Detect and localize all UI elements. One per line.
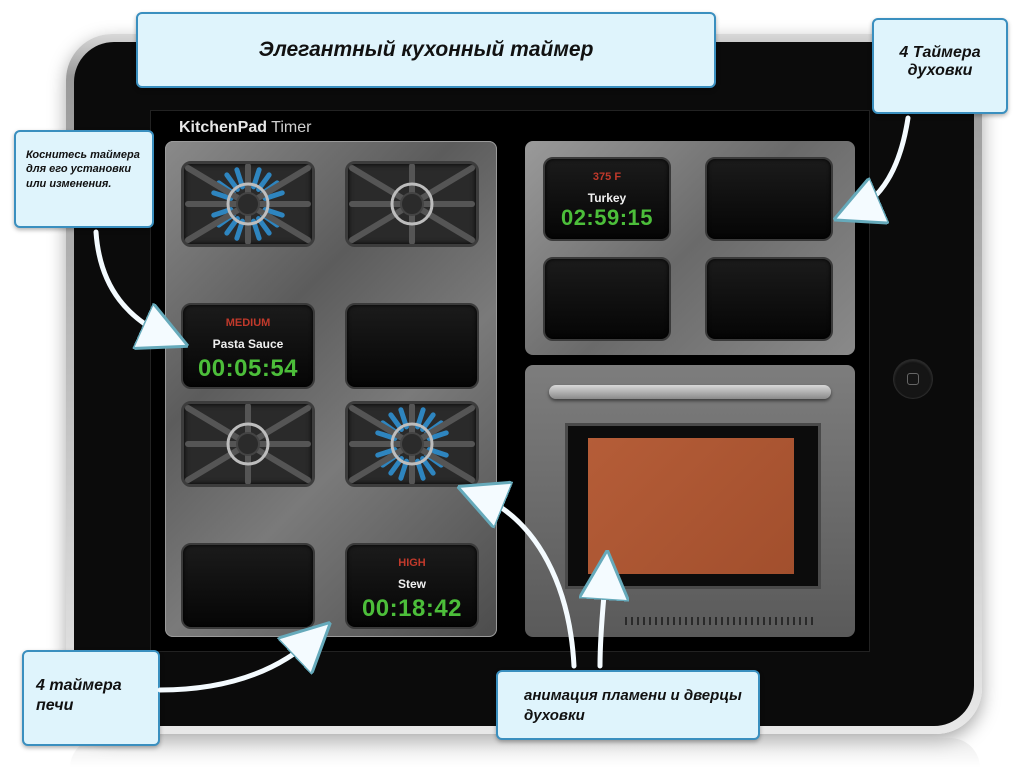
burner-ring [226,422,270,466]
oven-door-handle[interactable] [549,385,831,399]
oven-timer-1[interactable]: 375 F Turkey 02:59:15 [543,157,671,241]
oven-timer-3[interactable] [543,257,671,341]
burner-cap [236,192,260,216]
burner-cap [236,432,260,456]
app-screen: KitchenPad Timer MEDIUM Pasta Sauce 00:0… [150,110,870,652]
title-callout-text: Элегантный кухонный таймер [258,38,594,61]
oven-timer-2[interactable] [705,157,833,241]
timer-level: MEDIUM [225,317,271,329]
oven-timers-callout: 4 Таймера духовки [872,18,1008,114]
oven-vent [625,617,815,625]
burner-bottom-left[interactable] [181,401,315,487]
stove-timers-callout: 4 таймера печи [22,650,160,746]
burner-top-left[interactable] [181,161,315,247]
oven-timers-callout-text: 4 Таймера духовки [899,44,981,79]
burner-graphic [185,404,311,484]
device-reflection [70,738,980,768]
animation-callout: анимация пламени и дверцы духовки [496,670,760,740]
app-title-light: Timer [271,119,312,136]
title-callout: Элегантный кухонный таймер [136,12,716,88]
app-title: KitchenPad Timer [179,119,311,137]
stove-timer-3[interactable] [181,543,315,629]
timer-dish: Stew [397,577,426,591]
timer-dish: Turkey [587,191,627,205]
burner-graphic [185,164,311,244]
oven-timer-4[interactable] [705,257,833,341]
home-button[interactable] [894,360,932,398]
burner-cap [400,432,424,456]
timer-time: 00:18:42 [361,595,463,622]
touch-hint-callout: Коснитесь таймера для его установки или … [14,130,154,228]
app-title-bold: KitchenPad [179,119,268,136]
burner-graphic [349,404,475,484]
timer-level: 375 F [592,171,622,183]
stove-timer-1[interactable]: MEDIUM Pasta Sauce 00:05:54 [181,303,315,389]
stove-timer-2[interactable] [345,303,479,389]
stove-timers-callout-text: 4 таймера печи [36,677,122,714]
timer-level: HIGH [398,557,426,569]
stovetop: MEDIUM Pasta Sauce 00:05:54 HIGH Stew 00… [165,141,497,637]
timer-time: 00:05:54 [197,355,299,382]
animation-callout-text: анимация пламени и дверцы духовки [524,687,742,724]
stove-timer-4[interactable]: HIGH Stew 00:18:42 [345,543,479,629]
burner-ring [390,182,434,226]
burner-graphic [349,164,475,244]
burner-cap [400,192,424,216]
timer-time: 02:59:15 [560,205,654,230]
oven [525,365,855,637]
oven-timer-panel: 375 F Turkey 02:59:15 [525,141,855,355]
burner-ring [390,422,434,466]
burner-top-right[interactable] [345,161,479,247]
oven-window [588,438,794,574]
burner-ring [226,182,270,226]
touch-hint-callout-text: Коснитесь таймера для его установки или … [26,149,140,190]
burner-bottom-right[interactable] [345,401,479,487]
timer-dish: Pasta Sauce [212,337,284,351]
oven-door[interactable] [565,423,821,589]
